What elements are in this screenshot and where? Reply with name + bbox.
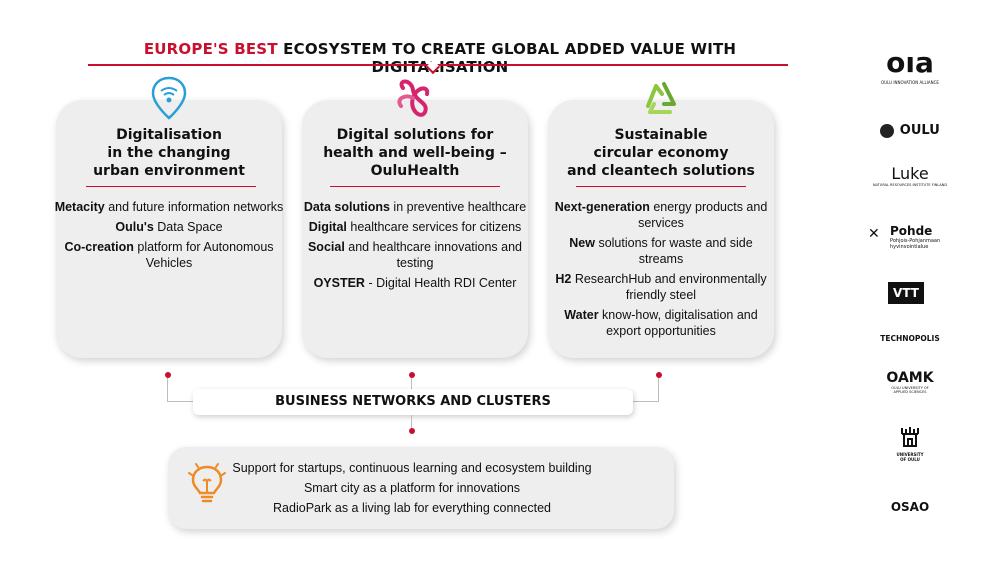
logo-technopolis: TECHNOPOLIS bbox=[880, 334, 940, 343]
card-cleantech-items: Next-generation energy products and serv… bbox=[546, 199, 776, 343]
connector-dot bbox=[409, 428, 415, 434]
card-urban-separator bbox=[86, 186, 256, 187]
connector-line-down bbox=[411, 415, 412, 429]
logo-pohde: ✕ Pohde Pohjois-Pohjanmaan hyvinvointial… bbox=[868, 224, 941, 250]
recycle-arrows-icon bbox=[646, 82, 676, 114]
list-item: Social and healthcare innovations and te… bbox=[307, 240, 523, 270]
card-health-title: Digital solutions for health and well-be… bbox=[323, 127, 507, 179]
connector-line-left bbox=[167, 378, 193, 402]
list-item: OYSTER - Digital Health RDI Center bbox=[313, 276, 517, 290]
list-item: Metacity and future information networks bbox=[54, 200, 284, 214]
list-item: Co-creation platform for Autonomous Vehi… bbox=[64, 240, 274, 270]
list-item: H2 ResearchHub and environmentally frien… bbox=[555, 272, 767, 302]
title-accent: EUROPE'S BEST bbox=[143, 40, 278, 58]
logo-osao: OSAO bbox=[890, 500, 930, 514]
card-urban-title: Digitalisation in the changing urban env… bbox=[93, 127, 245, 179]
list-item: RadioPark as a living lab for everything… bbox=[273, 501, 551, 515]
university-tower-icon bbox=[901, 427, 919, 447]
logo-vtt: VTT bbox=[888, 282, 924, 304]
health-loop-icon bbox=[397, 79, 430, 117]
card-cleantech-separator bbox=[576, 186, 746, 187]
page-title: EUROPE'S BEST ECOSYSTEM TO CREATE GLOBAL… bbox=[90, 40, 790, 76]
list-item: Oulu's Data Space bbox=[115, 220, 223, 234]
list-item: Data solutions in preventive healthcare bbox=[303, 200, 527, 214]
business-networks-banner: BUSINESS NETWORKS AND CLUSTERS bbox=[193, 389, 633, 415]
connector-dot bbox=[656, 372, 662, 378]
connector-line-right bbox=[633, 378, 659, 402]
card-urban-items: Metacity and future information networks… bbox=[54, 199, 284, 275]
card-urban bbox=[56, 100, 282, 358]
card-health bbox=[302, 100, 528, 358]
lightbulb-icon bbox=[188, 463, 226, 503]
list-item: Support for startups, continuous learnin… bbox=[232, 461, 592, 475]
logo-oulu: OULU bbox=[860, 120, 960, 139]
card-cleantech-title: Sustainable circular economy and cleante… bbox=[567, 127, 755, 179]
list-item: New solutions for waste and side streams bbox=[569, 236, 753, 266]
card-cleantech bbox=[548, 100, 774, 358]
logo-oamk: OAMK OULU UNIVERSITY OF APPLIED SCIENCES bbox=[886, 370, 934, 394]
title-rest: ECOSYSTEM TO CREATE GLOBAL ADDED VALUE W… bbox=[283, 40, 737, 76]
connector-dot bbox=[409, 372, 415, 378]
ecosystem-lines: Support for startups, continuous learnin… bbox=[232, 458, 592, 518]
logo-oia: oıa OULU INNOVATION ALLIANCE bbox=[881, 46, 939, 86]
connector-line-center bbox=[411, 378, 412, 389]
connector-dot bbox=[165, 372, 171, 378]
card-health-items: Data solutions in preventive healthcare … bbox=[300, 199, 530, 295]
ecosystem-box bbox=[168, 447, 674, 529]
pohde-mark-icon: ✕ bbox=[868, 226, 880, 242]
logo-university-oulu: UNIVERSITY OF OULU bbox=[860, 426, 960, 462]
location-pin-icon bbox=[151, 76, 187, 120]
list-item: Digital healthcare services for citizens bbox=[308, 220, 522, 234]
list-item: Water know-how, digitalisation and expor… bbox=[564, 308, 758, 338]
oulu-mark-icon bbox=[880, 123, 895, 138]
list-item: Next-generation energy products and serv… bbox=[554, 200, 768, 230]
list-item: Smart city as a platform for innovations bbox=[303, 481, 521, 495]
card-health-separator bbox=[330, 186, 500, 187]
logo-luke: Luke NATURAL RESOURCES INSTITUTE FINLAND bbox=[872, 164, 948, 187]
